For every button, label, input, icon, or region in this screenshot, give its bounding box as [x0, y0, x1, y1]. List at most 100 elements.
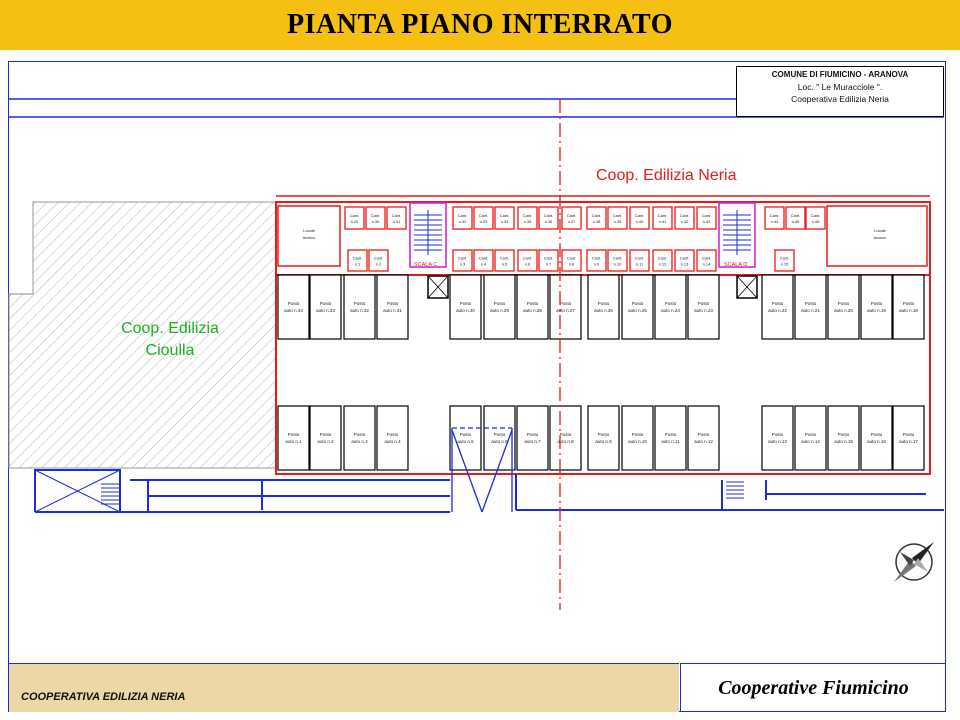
stall-label: Posto [320, 432, 332, 437]
cantina-label: Cant. [544, 213, 554, 218]
cantina-number: n.35 [524, 219, 533, 224]
stall-label: Posto [354, 301, 366, 306]
stall-label: Posto [838, 432, 850, 437]
stall-label: Posto [598, 432, 610, 437]
footer-right: Cooperative Fiumicino [680, 663, 946, 712]
cantina: Cant.n.10 [607, 249, 628, 272]
cantina: Cant.n.1 [347, 249, 368, 272]
cantina: Cant.n.29 [344, 206, 365, 230]
cantina-number: n.39 [614, 219, 623, 224]
stair-c [409, 202, 449, 299]
stall-number: auto n.3 [351, 439, 368, 444]
cantina-label: Cant. [811, 213, 821, 218]
locale-tecnico-left-l2: tecnico [303, 235, 316, 240]
cantina: Cant.n.37 [561, 206, 582, 230]
cantina-number: n.45 [792, 219, 801, 224]
stall-number: auto n.25 [628, 308, 647, 313]
cantina-label: Cant. [479, 256, 489, 261]
cantina: Cant.n.44 [764, 206, 785, 230]
cantina-label: Cant. [613, 213, 623, 218]
cantina-label: Cant. [567, 256, 577, 261]
cantina: Cant.n.7 [538, 249, 559, 272]
label-coop-neria: Coop. Edilizia Neria [596, 167, 737, 184]
stall-label: Posto [494, 432, 506, 437]
cantina-number: n.10 [614, 262, 623, 267]
cantina: Cant.n.42 [674, 206, 695, 230]
stall-number: auto n.13 [768, 439, 787, 444]
external-works [34, 469, 944, 513]
cantina-label: Cant. [635, 256, 645, 261]
stall-number: auto n.34 [284, 308, 303, 313]
stall-label: Posto [805, 432, 817, 437]
stall-number: auto n.17 [899, 439, 918, 444]
cantina-label: Cant. [353, 256, 363, 261]
title-block-line2: Loc. " Le Muracciole ". [797, 82, 883, 92]
entrance-ramp [451, 427, 513, 513]
stall-label: Posto [387, 301, 399, 306]
stall-number: auto n.6 [491, 439, 508, 444]
cantina-number: n.38 [593, 219, 602, 224]
stall-number: auto n.9 [595, 439, 612, 444]
scala-d-label: SCALA D [724, 262, 747, 268]
stall-label: Posto [838, 301, 850, 306]
cantina-label: Cant. [680, 213, 690, 218]
page-title: PIANTA PIANO INTERRATO [287, 9, 673, 40]
stall-number: auto n.8 [557, 439, 574, 444]
cantina: Cant.n.30 [365, 206, 386, 230]
cantina-number: n.29 [351, 219, 360, 224]
stair-d [718, 202, 758, 299]
cantina-number: n.13 [681, 262, 690, 267]
cantina-number: n.1 [355, 262, 361, 267]
stall-label: Posto [805, 301, 817, 306]
title-block-line1: COMUNE DI FIUMICINO - ARANOVA [771, 70, 909, 79]
stall-number: auto n.27 [556, 308, 575, 313]
cantine-top-row: Cant.n.29Cant.n.30Cant.n.31Cant.n.32Cant… [344, 206, 826, 230]
stall-number: auto n.1 [285, 439, 302, 444]
cantina-label: Cant. [702, 213, 712, 218]
cantina: Cant.n.40 [629, 206, 650, 230]
label-coop-cioulla: Coop. Edilizia Cioulla [100, 318, 240, 362]
cantina-label: Cant. [350, 213, 360, 218]
cantina-label: Cant. [635, 213, 645, 218]
locale-tecnico-right-l1: Locale [874, 228, 887, 233]
cantina-label: Cant. [613, 256, 623, 261]
cantina: Cant.n.41 [652, 206, 673, 230]
cantina: Cant.n.2 [368, 249, 389, 272]
stall-label: Posto [772, 301, 784, 306]
cantina-number: n.37 [568, 219, 577, 224]
stall-label: Posto [903, 432, 915, 437]
stall-number: auto n.33 [316, 308, 335, 313]
stall-label: Posto [320, 301, 332, 306]
compass-icon [894, 542, 934, 582]
title-bar [0, 0, 960, 50]
cantina: Cant.n.9 [586, 249, 607, 272]
cantina-number: n.12 [659, 262, 668, 267]
stall-number: auto n.10 [628, 439, 647, 444]
title-block-line3: Cooperativa Edilizia Neria [791, 94, 889, 104]
stall-number: auto n.21 [801, 308, 820, 313]
parking-bottom-stall: Posto auto n.12 [687, 405, 720, 471]
cantina: Cant.n.4 [473, 249, 494, 272]
parking-bottom-stall: Posto auto n.6 [483, 405, 516, 471]
cantina-label: Cant. [500, 213, 510, 218]
stall-label: Posto [460, 301, 472, 306]
stall-number: auto n.12 [694, 439, 713, 444]
stall-label: Posto [698, 432, 710, 437]
stall-number: auto n.30 [456, 308, 475, 313]
footer-left: COOPERATIVA EDILIZIA NERIA [9, 663, 679, 712]
cantina-number: n.14 [703, 262, 712, 267]
label-coop-cioulla-line2: Cioulla [145, 342, 195, 359]
cantina-number: n.30 [372, 219, 381, 224]
cantina-label: Cant. [592, 256, 602, 261]
